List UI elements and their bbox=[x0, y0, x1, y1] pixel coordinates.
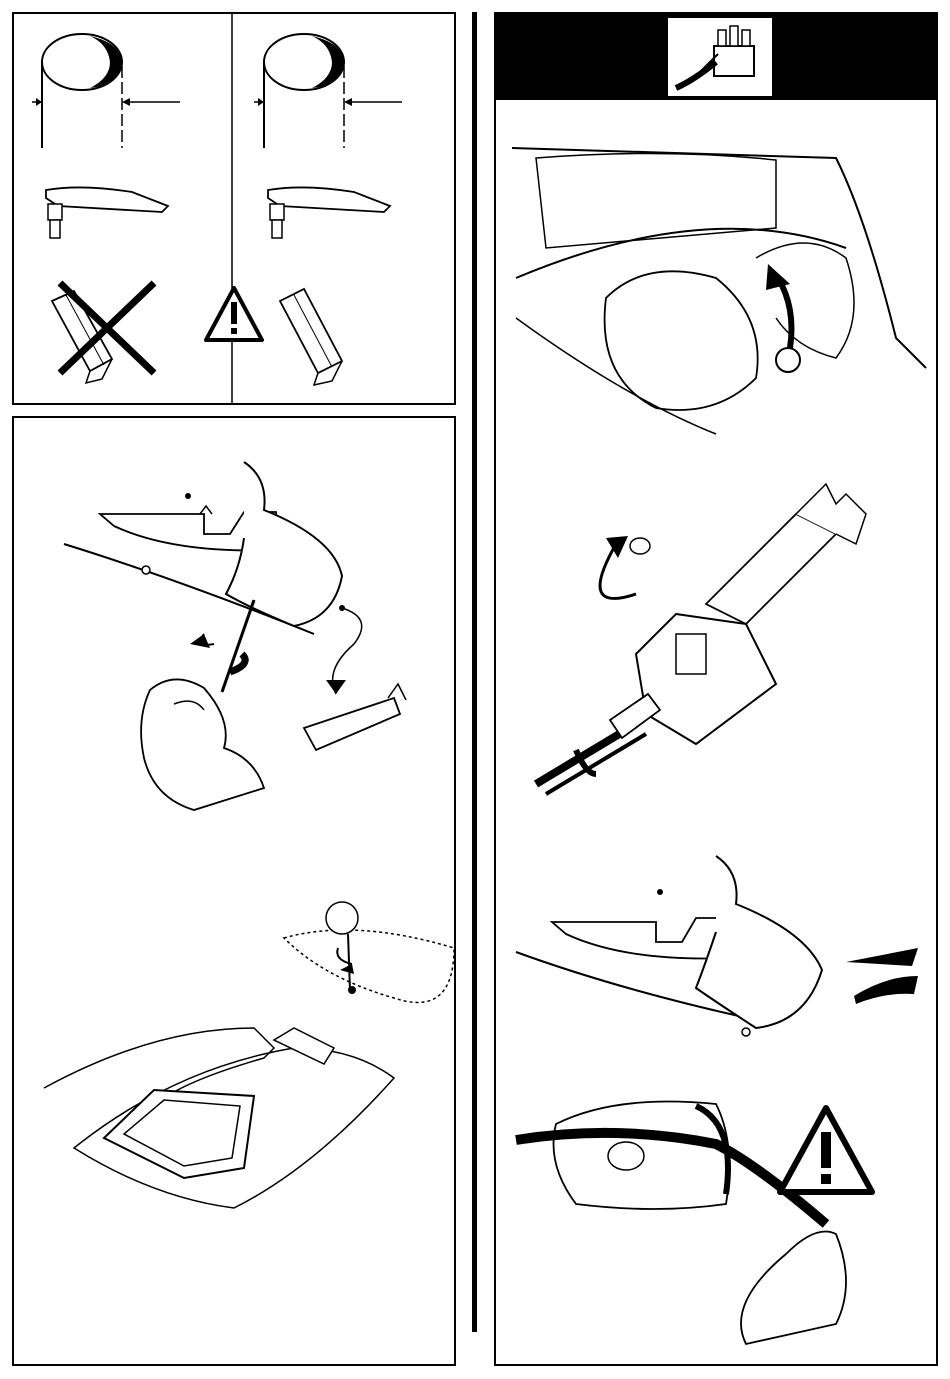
panel-bumper-installation bbox=[12, 416, 456, 1366]
header-band bbox=[496, 14, 936, 100]
unscrew-bumper-cover-illustration bbox=[54, 458, 434, 818]
bracket-profile-left bbox=[42, 184, 182, 244]
panel-electrical-connection bbox=[494, 12, 938, 1366]
panel-pipe-clip-comparison bbox=[12, 12, 456, 405]
pipe-diagram-right bbox=[254, 24, 424, 154]
mount-socket-bracket-illustration bbox=[34, 878, 454, 1238]
trunk-cable-routing-illustration bbox=[506, 138, 926, 438]
socket-box-wrench-illustration bbox=[536, 474, 916, 794]
cross-mark-icon bbox=[54, 279, 164, 379]
center-divider bbox=[472, 12, 477, 1332]
bracket-profile-right bbox=[264, 184, 404, 244]
refit-cover-illustration bbox=[506, 852, 926, 1072]
clip-correct bbox=[272, 279, 392, 389]
terminal-block-wiring-icon bbox=[668, 18, 772, 96]
warning-triangle-icon bbox=[204, 286, 264, 342]
warning-triangle-icon bbox=[776, 1104, 876, 1198]
pipe-diagram-left bbox=[32, 24, 202, 154]
